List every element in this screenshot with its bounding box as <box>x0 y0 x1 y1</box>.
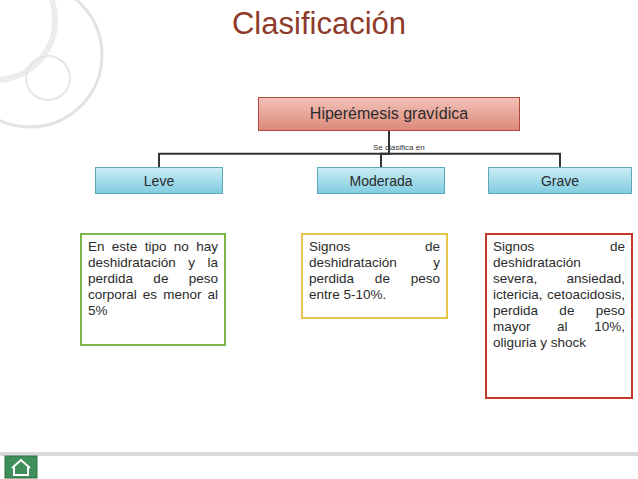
category-box: Grave <box>488 167 632 194</box>
node-text: Hiperémesis gravídica <box>310 105 468 123</box>
node-text: Signos de deshidratación severa, ansieda… <box>493 239 625 351</box>
description-box: Signos de deshidratación y perdida de pe… <box>301 233 448 319</box>
node-text: Grave <box>541 173 579 189</box>
description-box: En este tipo no hay deshidratación y la … <box>80 233 226 346</box>
node-text: En este tipo no hay deshidratación y la … <box>88 239 218 319</box>
category-box: Leve <box>95 167 223 194</box>
node-text: Moderada <box>349 173 412 189</box>
slide-title: Clasificación <box>0 6 638 42</box>
root-box: Hiperémesis gravídica <box>258 97 520 131</box>
category-box: Moderada <box>317 167 445 194</box>
decor-circle <box>26 56 70 100</box>
description-box: Signos de deshidratación severa, ansieda… <box>485 233 633 399</box>
home-button <box>5 456 37 478</box>
home-icon <box>12 460 30 475</box>
connector <box>159 131 389 167</box>
decor-circle <box>0 0 102 127</box>
edge-label: Se clasifica en <box>373 143 425 152</box>
node-text: Leve <box>144 173 174 189</box>
node-text: Signos de deshidratación y perdida de pe… <box>309 239 440 303</box>
decor-circle <box>0 0 55 80</box>
footer-band <box>0 452 638 456</box>
